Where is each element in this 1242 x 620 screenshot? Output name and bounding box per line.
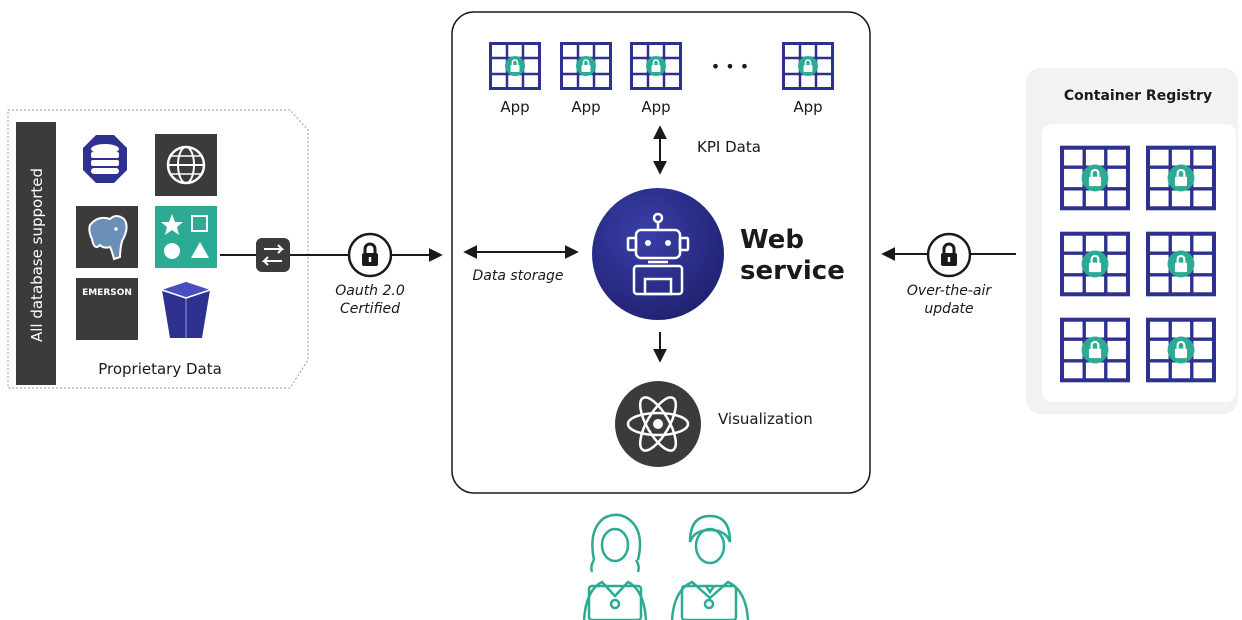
globe-icon: [155, 134, 217, 196]
web-service-box: App App App App • • • KPI Data Data stor…: [451, 11, 871, 494]
app-icon: [630, 42, 682, 90]
svg-text:EMERSON: EMERSON: [82, 288, 132, 298]
atom-icon: [615, 381, 701, 467]
app-label: App: [641, 98, 670, 116]
data-storage-label: Data storage: [472, 268, 563, 284]
container-icon: [1148, 148, 1214, 209]
emerson-logo: EMERSON: [76, 278, 138, 340]
app-label: App: [571, 98, 600, 116]
app-label: App: [500, 98, 529, 116]
ota-label-line1: Over-the-air: [907, 283, 992, 299]
apps-ellipsis: • • •: [711, 57, 749, 76]
web-service-title-line1: Web: [740, 225, 804, 255]
container-registry-title: Container Registry: [1064, 88, 1212, 104]
app-label: App: [793, 98, 822, 116]
database-icon: [83, 135, 127, 183]
oauth-connector: Oauth 2.0 Certified: [220, 232, 443, 317]
proprietary-data-caption: Proprietary Data: [98, 360, 222, 378]
users-illustration: [582, 513, 750, 620]
app-icon: [782, 42, 834, 90]
exchange-icon: [256, 238, 290, 272]
all-database-label: All database supported: [28, 168, 46, 342]
container-icon: [1148, 320, 1214, 381]
ota-lock-icon: [926, 232, 972, 278]
bucket-icon: [161, 282, 211, 338]
postgresql-icon: [76, 206, 138, 268]
ota-connector: Over-the-air update: [881, 232, 1016, 317]
female-user-icon: [582, 513, 648, 620]
container-icon: [1062, 148, 1128, 209]
proprietary-data-panel: All database supported: [7, 109, 309, 389]
male-user-icon: [670, 514, 750, 620]
robot-icon: [592, 188, 724, 320]
oauth-label-line2: Certified: [340, 301, 400, 317]
shapes-icon: [155, 206, 217, 268]
oauth-label-line1: Oauth 2.0: [335, 283, 405, 299]
visualization-label: Visualization: [718, 410, 813, 428]
container-icon: [1062, 320, 1128, 381]
all-database-side-bar: [16, 122, 56, 385]
container-icon: [1062, 234, 1128, 295]
container-registry-panel: Container Registry: [1026, 68, 1238, 414]
oauth-lock-icon: [347, 232, 393, 278]
app-icon: [560, 42, 612, 90]
web-service-title-line2: service: [740, 256, 845, 286]
kpi-data-label: KPI Data: [697, 138, 761, 156]
container-icon: [1148, 234, 1214, 295]
app-icon: [489, 42, 541, 90]
ota-label-line2: update: [924, 301, 973, 317]
